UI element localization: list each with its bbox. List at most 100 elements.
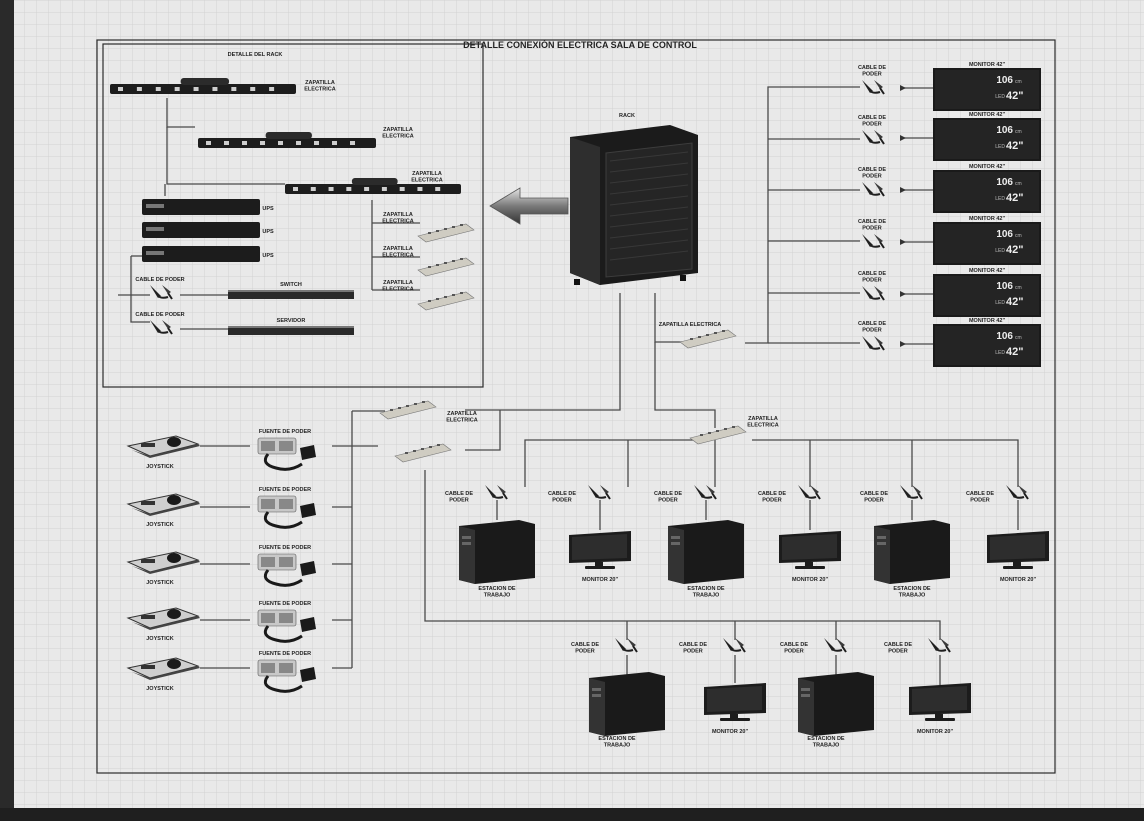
power-strip-icon: [379, 400, 437, 420]
joystick-icon: [126, 435, 200, 458]
screen-size-cm-unit: cm: [1015, 181, 1022, 187]
rack: RACK: [619, 113, 635, 119]
screen-size-cm: 106: [996, 75, 1013, 86]
power-strip-icon: [394, 443, 452, 463]
joystick-icon: [126, 607, 200, 630]
power-cable-icon: [862, 336, 885, 351]
monitor-20-label: MONITOR 20": [792, 577, 829, 583]
joystick-label: JOYSTICK: [146, 522, 174, 528]
power-cable-icon: [824, 638, 847, 653]
workstation-tower-icon: [668, 520, 744, 584]
server-label: SERVIDOR: [277, 318, 306, 324]
power-supply-label: FUENTE DE PODER: [259, 545, 311, 551]
screen-type: LED: [995, 300, 1005, 306]
power-cable-icon: [928, 638, 951, 653]
screen-size-inch: 42": [1006, 140, 1023, 152]
power-cable-icon: [588, 485, 611, 500]
monitor-20-label: MONITOR 20": [917, 729, 954, 735]
screen-size-cm: 106: [996, 281, 1013, 292]
screen-size-cm: 106: [996, 331, 1013, 342]
workstation-tower-icon: [798, 672, 874, 736]
power-cable-icon: [615, 638, 638, 653]
workstation-tower-icon: [874, 520, 950, 584]
screen-type: LED: [995, 144, 1005, 150]
power-cable-icon: [723, 638, 746, 653]
screen-size-cm-unit: cm: [1015, 79, 1022, 85]
power-supply-label: FUENTE DE PODER: [259, 651, 311, 657]
joystick-icon: [126, 493, 200, 516]
monitor-42-label: MONITOR 42": [969, 164, 1006, 170]
screen-size-inch: 42": [1006, 346, 1023, 358]
joystick-label: JOYSTICK: [146, 580, 174, 586]
power-cable-icon: [862, 286, 885, 301]
workstation-tower-icon: [459, 520, 535, 584]
joystick-column: JOYSTICK FUENTE DE PODER JOYSTICK FUENTE DE…: [146, 429, 311, 692]
ups-label: UPS: [262, 229, 274, 235]
ups-icon: [142, 199, 260, 215]
screen-size-cm: 106: [996, 125, 1013, 136]
joystick-label: JOYSTICK: [146, 686, 174, 692]
screen-size-cm-unit: cm: [1015, 285, 1022, 291]
power-supply-label: FUENTE DE PODER: [259, 601, 311, 607]
power-cable-icon: [694, 485, 717, 500]
power-strip-icon: [198, 132, 376, 148]
power-strip-icon: [417, 223, 475, 243]
rack-detail-title: DETALLE DEL RACK: [228, 52, 283, 58]
workstation-tower-icon: [589, 672, 665, 736]
monitor-icon: [779, 531, 841, 569]
screen-size-inch: 42": [1006, 90, 1023, 102]
monitor-icon: [569, 531, 631, 569]
rack-label: RACK: [619, 113, 635, 119]
screen-size-cm-unit: cm: [1015, 129, 1022, 135]
screen-size-cm: 106: [996, 229, 1013, 240]
power-strip-icon: [689, 425, 747, 445]
server-icon: [228, 326, 354, 335]
power-strip-icon: [285, 178, 461, 194]
power-supply-icon: [257, 495, 316, 529]
screen-size-inch: 42": [1006, 192, 1023, 204]
power-strip-icon: [110, 78, 296, 94]
rack-detail-wiring: [118, 98, 420, 330]
arrow-left-icon: [489, 187, 569, 225]
power-strip-icon: [679, 329, 737, 349]
diagram-title: DETALLE CONEXIÓN ELECTRICA SALA DE CONTR…: [463, 39, 697, 50]
power-cable-icon: [862, 80, 885, 95]
monitor-42-label: MONITOR 42": [969, 216, 1006, 222]
ups-label: UPS: [262, 253, 274, 259]
power-supply-label: FUENTE DE PODER: [259, 487, 311, 493]
monitor-20-label: MONITOR 20": [712, 729, 749, 735]
arrowhead: [900, 239, 906, 245]
joystick-icon: [126, 551, 200, 574]
screen-size-cm-unit: cm: [1015, 233, 1022, 239]
joystick-label: JOYSTICK: [146, 464, 174, 470]
arrowhead: [900, 291, 906, 297]
power-cable-icon: [862, 234, 885, 249]
